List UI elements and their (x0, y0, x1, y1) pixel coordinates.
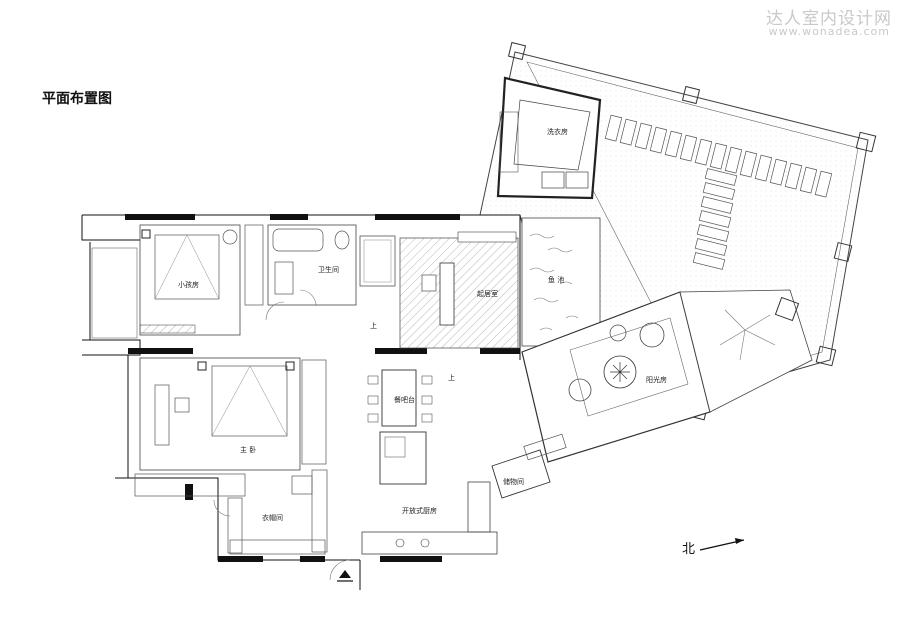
bar-counter: 餐吧台 上 (367, 369, 455, 427)
storage-room-label: 储物间 (503, 477, 524, 486)
stair-up-label: 上 (370, 321, 377, 330)
open-kitchen-label: 开放式厨房 (402, 506, 437, 515)
stair-up-label-2: 上 (448, 373, 455, 382)
tree-planter (679, 289, 813, 413)
fish-pond: 鱼 池 (521, 217, 601, 347)
fish-pond-label: 鱼 池 (548, 275, 564, 284)
page-title: 平面布置图 (42, 91, 112, 107)
bar-counter-label: 餐吧台 (394, 395, 415, 404)
north-arrow: 北 (682, 538, 745, 557)
bathroom: 卫生间 (267, 224, 396, 306)
laundry-room-label: 洗衣房 (547, 127, 568, 136)
open-kitchen: 开放式厨房 (361, 431, 498, 555)
door-swings (213, 289, 351, 581)
entrance-marker (337, 570, 353, 582)
north-label: 北 (682, 542, 695, 557)
walk-in-closet: 衣帽间 (134, 469, 328, 555)
watermark-brand: 达人室内设计网 (766, 9, 892, 29)
bathroom-label: 卫生间 (318, 265, 339, 274)
storage-room: 储物间 (491, 433, 567, 499)
walk-in-closet-label: 衣帽间 (262, 513, 283, 522)
watermark-url: www.wonadea.com (768, 25, 890, 38)
sunroom-label: 阳光房 (646, 375, 667, 384)
master-bedroom-label: 主 卧 (240, 445, 256, 454)
living-room-label: 起居室 (477, 289, 498, 298)
kids-room: 小孩房 (91, 224, 264, 339)
wall-segments (125, 214, 520, 562)
kids-room-label: 小孩房 (178, 280, 199, 289)
stepping-stones (604, 114, 833, 270)
living-room: 起居室 上 (370, 231, 519, 349)
master-bedroom: 主 卧 (139, 357, 327, 471)
laundry-room: 洗衣房 (496, 76, 602, 200)
